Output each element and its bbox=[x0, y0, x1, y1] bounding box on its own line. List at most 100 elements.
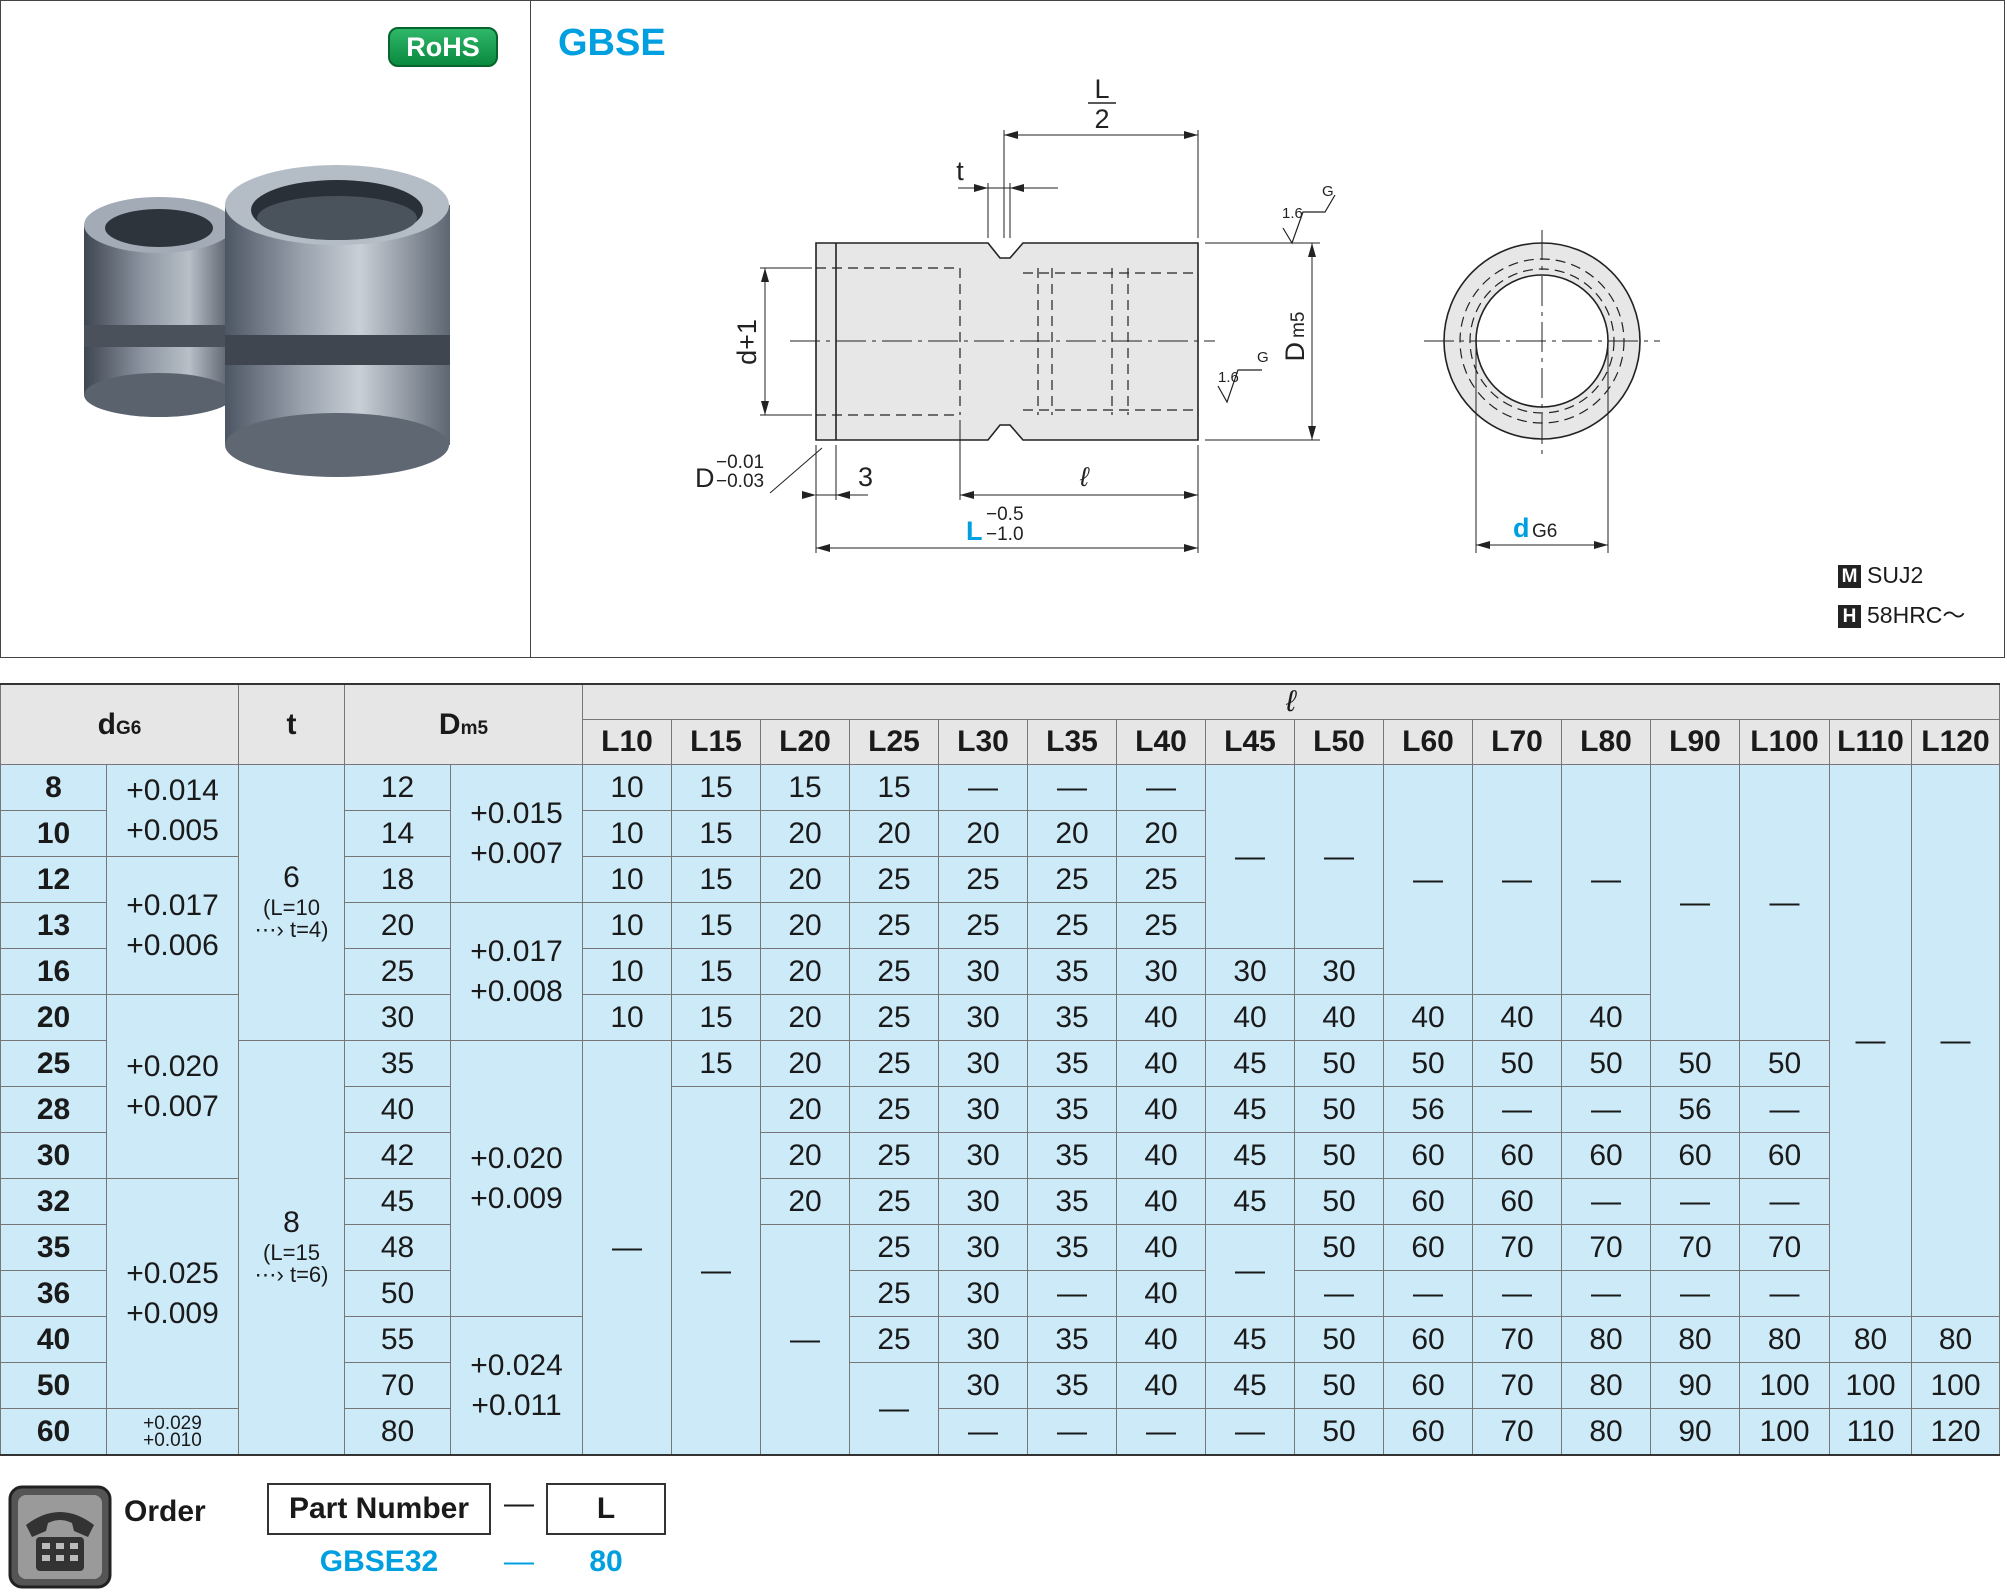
d-tolerance-lower: −0.03 bbox=[716, 471, 764, 492]
table-cell: 40 bbox=[1116, 1132, 1206, 1179]
table-cell: 40 bbox=[1116, 994, 1206, 1041]
table-cell: 40 bbox=[0, 1316, 107, 1363]
panel-divider bbox=[530, 0, 531, 658]
table-cell: 25 bbox=[1027, 902, 1117, 949]
table-cell: 25 bbox=[849, 1132, 939, 1179]
table-cell: 50 bbox=[1739, 1040, 1830, 1087]
table-cell: 40 bbox=[1205, 994, 1295, 1041]
table-cell: 60 bbox=[1383, 1362, 1473, 1409]
table-cell: — bbox=[1829, 764, 1912, 1317]
table-cell: +0.024+0.011 bbox=[450, 1316, 583, 1456]
table-cell: 25 bbox=[344, 948, 451, 995]
table-cell: 14 bbox=[344, 810, 451, 857]
table-cell: 60 bbox=[1383, 1316, 1473, 1363]
table-cell: 35 bbox=[1027, 1132, 1117, 1179]
table-cell: +0.025+0.009 bbox=[106, 1178, 239, 1409]
table-cell: — bbox=[1383, 764, 1473, 995]
table-cell: 25 bbox=[849, 1178, 939, 1225]
table-cell: 25 bbox=[849, 1316, 939, 1363]
material-value: SUJ2 bbox=[1867, 562, 1924, 588]
table-cell: 30 bbox=[938, 1362, 1028, 1409]
table-cell: — bbox=[1383, 1270, 1473, 1317]
col-l10: L10 bbox=[582, 719, 672, 765]
table-cell: +0.015+0.007 bbox=[450, 764, 583, 903]
table-cell: 30 bbox=[1205, 948, 1295, 995]
table-cell: — bbox=[1561, 1270, 1651, 1317]
table-cell: 35 bbox=[1027, 1086, 1117, 1133]
table-cell: 25 bbox=[849, 1086, 939, 1133]
table-cell: — bbox=[1205, 764, 1295, 949]
table-cell: 60 bbox=[1383, 1408, 1473, 1456]
table-cell: 40 bbox=[1116, 1086, 1206, 1133]
table-cell: 35 bbox=[344, 1040, 451, 1087]
table-cell: 30 bbox=[938, 948, 1028, 995]
table-cell: — bbox=[760, 1224, 850, 1456]
product-photo bbox=[84, 165, 450, 477]
table-cell: — bbox=[1650, 1270, 1740, 1317]
table-cell: 25 bbox=[938, 856, 1028, 903]
table-cell: 50 bbox=[1561, 1040, 1651, 1087]
table-cell: 50 bbox=[1294, 1178, 1384, 1225]
example-part-number: GBSE32 bbox=[319, 1545, 439, 1578]
table-cell: 20 bbox=[760, 1178, 850, 1225]
table-cell: 35 bbox=[1027, 1040, 1117, 1087]
table-cell: 55 bbox=[344, 1316, 451, 1363]
table-cell: 15 bbox=[849, 764, 939, 811]
table-cell: 70 bbox=[1472, 1316, 1562, 1363]
table-cell: — bbox=[1027, 1408, 1117, 1456]
table-cell: 15 bbox=[671, 764, 761, 811]
table-cell: 35 bbox=[1027, 1178, 1117, 1225]
table-cell: 50 bbox=[1294, 1086, 1384, 1133]
table-cell: 60 bbox=[1383, 1178, 1473, 1225]
bore-sub: G6 bbox=[1532, 521, 1557, 542]
table-cell: 30 bbox=[344, 994, 451, 1041]
col-l120: L120 bbox=[1911, 719, 2000, 765]
table-cell: 35 bbox=[1027, 1316, 1117, 1363]
table-cell: 20 bbox=[760, 994, 850, 1041]
half-length-numerator: L bbox=[1094, 74, 1109, 104]
table-cell: — bbox=[582, 1040, 672, 1456]
d-tolerance-main: D bbox=[695, 463, 715, 493]
table-cell: 48 bbox=[344, 1224, 451, 1271]
table-cell: 20 bbox=[344, 902, 451, 949]
table-cell: 8 bbox=[0, 764, 107, 811]
table-cell: — bbox=[1739, 1270, 1830, 1317]
part-number-header: Part Number bbox=[267, 1483, 491, 1535]
table-cell: 50 bbox=[1294, 1316, 1384, 1363]
col-l40: L40 bbox=[1116, 719, 1206, 765]
table-cell: 42 bbox=[344, 1132, 451, 1179]
table-cell: — bbox=[1205, 1408, 1295, 1456]
product-header-panel bbox=[0, 0, 2005, 658]
table-cell: 50 bbox=[1650, 1040, 1740, 1087]
chamfer-length: 3 bbox=[858, 462, 873, 492]
roughness-top: 1.6 bbox=[1282, 205, 1303, 222]
technical-drawing: L 2 t d+1 D m5 D −0.01 −0.03 3 ℓ L −0.5 … bbox=[695, 74, 1660, 553]
table-cell: 80 bbox=[1561, 1362, 1651, 1409]
d-tolerance-upper: −0.01 bbox=[716, 452, 764, 473]
table-cell: 40 bbox=[1116, 1362, 1206, 1409]
table-cell: 100 bbox=[1739, 1408, 1830, 1456]
order-separator: — bbox=[504, 1487, 534, 1520]
table-cell: 8(L=15⋯› t=6) bbox=[238, 1040, 345, 1456]
table-cell: 80 bbox=[1561, 1408, 1651, 1456]
table-cell: 20 bbox=[760, 1086, 850, 1133]
table-cell: 45 bbox=[1205, 1178, 1295, 1225]
table-cell: 6(L=10⋯› t=4) bbox=[238, 764, 345, 1041]
table-cell: — bbox=[1650, 764, 1740, 1041]
table-cell: 30 bbox=[938, 1086, 1028, 1133]
table-cell: 20 bbox=[760, 856, 850, 903]
table-cell: 25 bbox=[0, 1040, 107, 1087]
header-outer: Dm5 bbox=[344, 683, 583, 765]
roughness-inner: 1.6 bbox=[1218, 369, 1239, 386]
table-cell: 50 bbox=[1383, 1040, 1473, 1087]
table-cell: 15 bbox=[671, 994, 761, 1041]
table-cell: 30 bbox=[938, 1178, 1028, 1225]
table-cell: 100 bbox=[1829, 1362, 1912, 1409]
table-cell: 15 bbox=[671, 902, 761, 949]
outer-diameter-label: D bbox=[1280, 342, 1310, 362]
table-cell: 10 bbox=[582, 948, 672, 995]
